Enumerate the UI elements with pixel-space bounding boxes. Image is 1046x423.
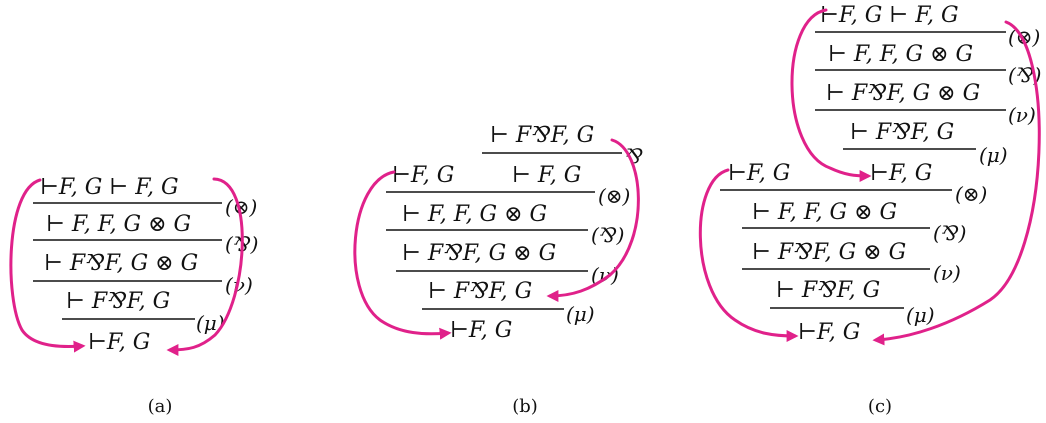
panel-a: ⊢F, G ⊢ F, G (⊗) ⊢ F, F, G ⊗ G (⅋) ⊢ F⅋F… [9,175,258,356]
panel-c-upper-line-3: ⊢ F⅋F, G ⊗ G [826,81,980,106]
panel-c-arrow-right [872,20,1041,346]
panel-c-upper-premises: ⊢F, G ⊢ F, G [820,3,959,28]
panel-c-upper-rule-3: (ν) [1008,103,1036,127]
panel-c-upper-rule-4: (μ) [979,143,1008,167]
panel-b-rule-top: ⅋ [625,144,643,168]
panel-a-line-4: ⊢ F⅋F, G [66,289,170,314]
panel-a-conclusion: ⊢F, G [88,330,150,355]
panel-c-line-2: ⊢ F, F, G ⊗ G [752,200,897,225]
panel-b-line-2: ⊢ F, F, G ⊗ G [402,202,547,227]
panel-c-rule-1: (⊗) [955,182,987,206]
panel-c-rule-3: (ν) [933,261,961,285]
panel-b-conclusion: ⊢F, G [450,318,512,343]
panel-b-line-4: ⊢ F⅋F, G [428,279,532,304]
panel-b-rule-2: (⅋) [591,223,624,247]
panel-c-arrow-upper [790,8,872,182]
panel-c-upper-rule-1: (⊗) [1008,25,1040,49]
panel-a-line-3: ⊢ F⅋F, G ⊗ G [44,251,198,276]
panel-a-arrow-right [166,177,244,356]
panel-a-premises: ⊢F, G ⊢ F, G [40,175,179,200]
caption-c: (c) [868,396,892,417]
panel-b-arrow-right [546,138,640,302]
panel-b-rule-1: (⊗) [598,184,630,208]
panel-a-arrow-left [9,178,86,353]
panel-a-line-2: ⊢ F, F, G ⊗ G [46,212,191,237]
panel-c-rule-4: (μ) [906,303,935,327]
panel-c-upper-line-2: ⊢ F, F, G ⊗ G [828,42,973,67]
panel-c-line-4: ⊢ F⅋F, G [776,278,880,303]
panel-b: ⊢ F⅋F, G ⅋ ⊢F, G ⊢ F, G (⊗) ⊢ F, F, G ⊗ … [353,123,643,343]
panel-c-arrow-left [698,168,799,342]
panel-c-right-premise: ⊢F, G [870,161,932,186]
panel-b-right-premise: ⊢ F, G [512,163,581,188]
panel-a-rule-4: (μ) [196,311,225,335]
panel-b-line-3: ⊢ F⅋F, G ⊗ G [402,241,556,266]
panel-c-left-premise: ⊢F, G [728,161,790,186]
panel-c: ⊢F, G ⊢ F, G (⊗) ⊢ F, F, G ⊗ G (⅋) ⊢ F⅋F… [698,3,1041,346]
panel-b-rule-4: (μ) [566,302,595,326]
caption-b: (b) [512,396,538,417]
panel-b-top: ⊢ F⅋F, G [490,123,594,148]
panel-c-line-3: ⊢ F⅋F, G ⊗ G [752,240,906,265]
panel-c-rule-2: (⅋) [933,221,966,245]
panel-b-arrow-left [353,170,452,340]
caption-a: (a) [148,396,173,417]
panel-c-upper-line-4: ⊢ F⅋F, G [850,120,954,145]
panel-c-conclusion: ⊢F, G [798,320,860,345]
panel-b-left-premise: ⊢F, G [392,163,454,188]
